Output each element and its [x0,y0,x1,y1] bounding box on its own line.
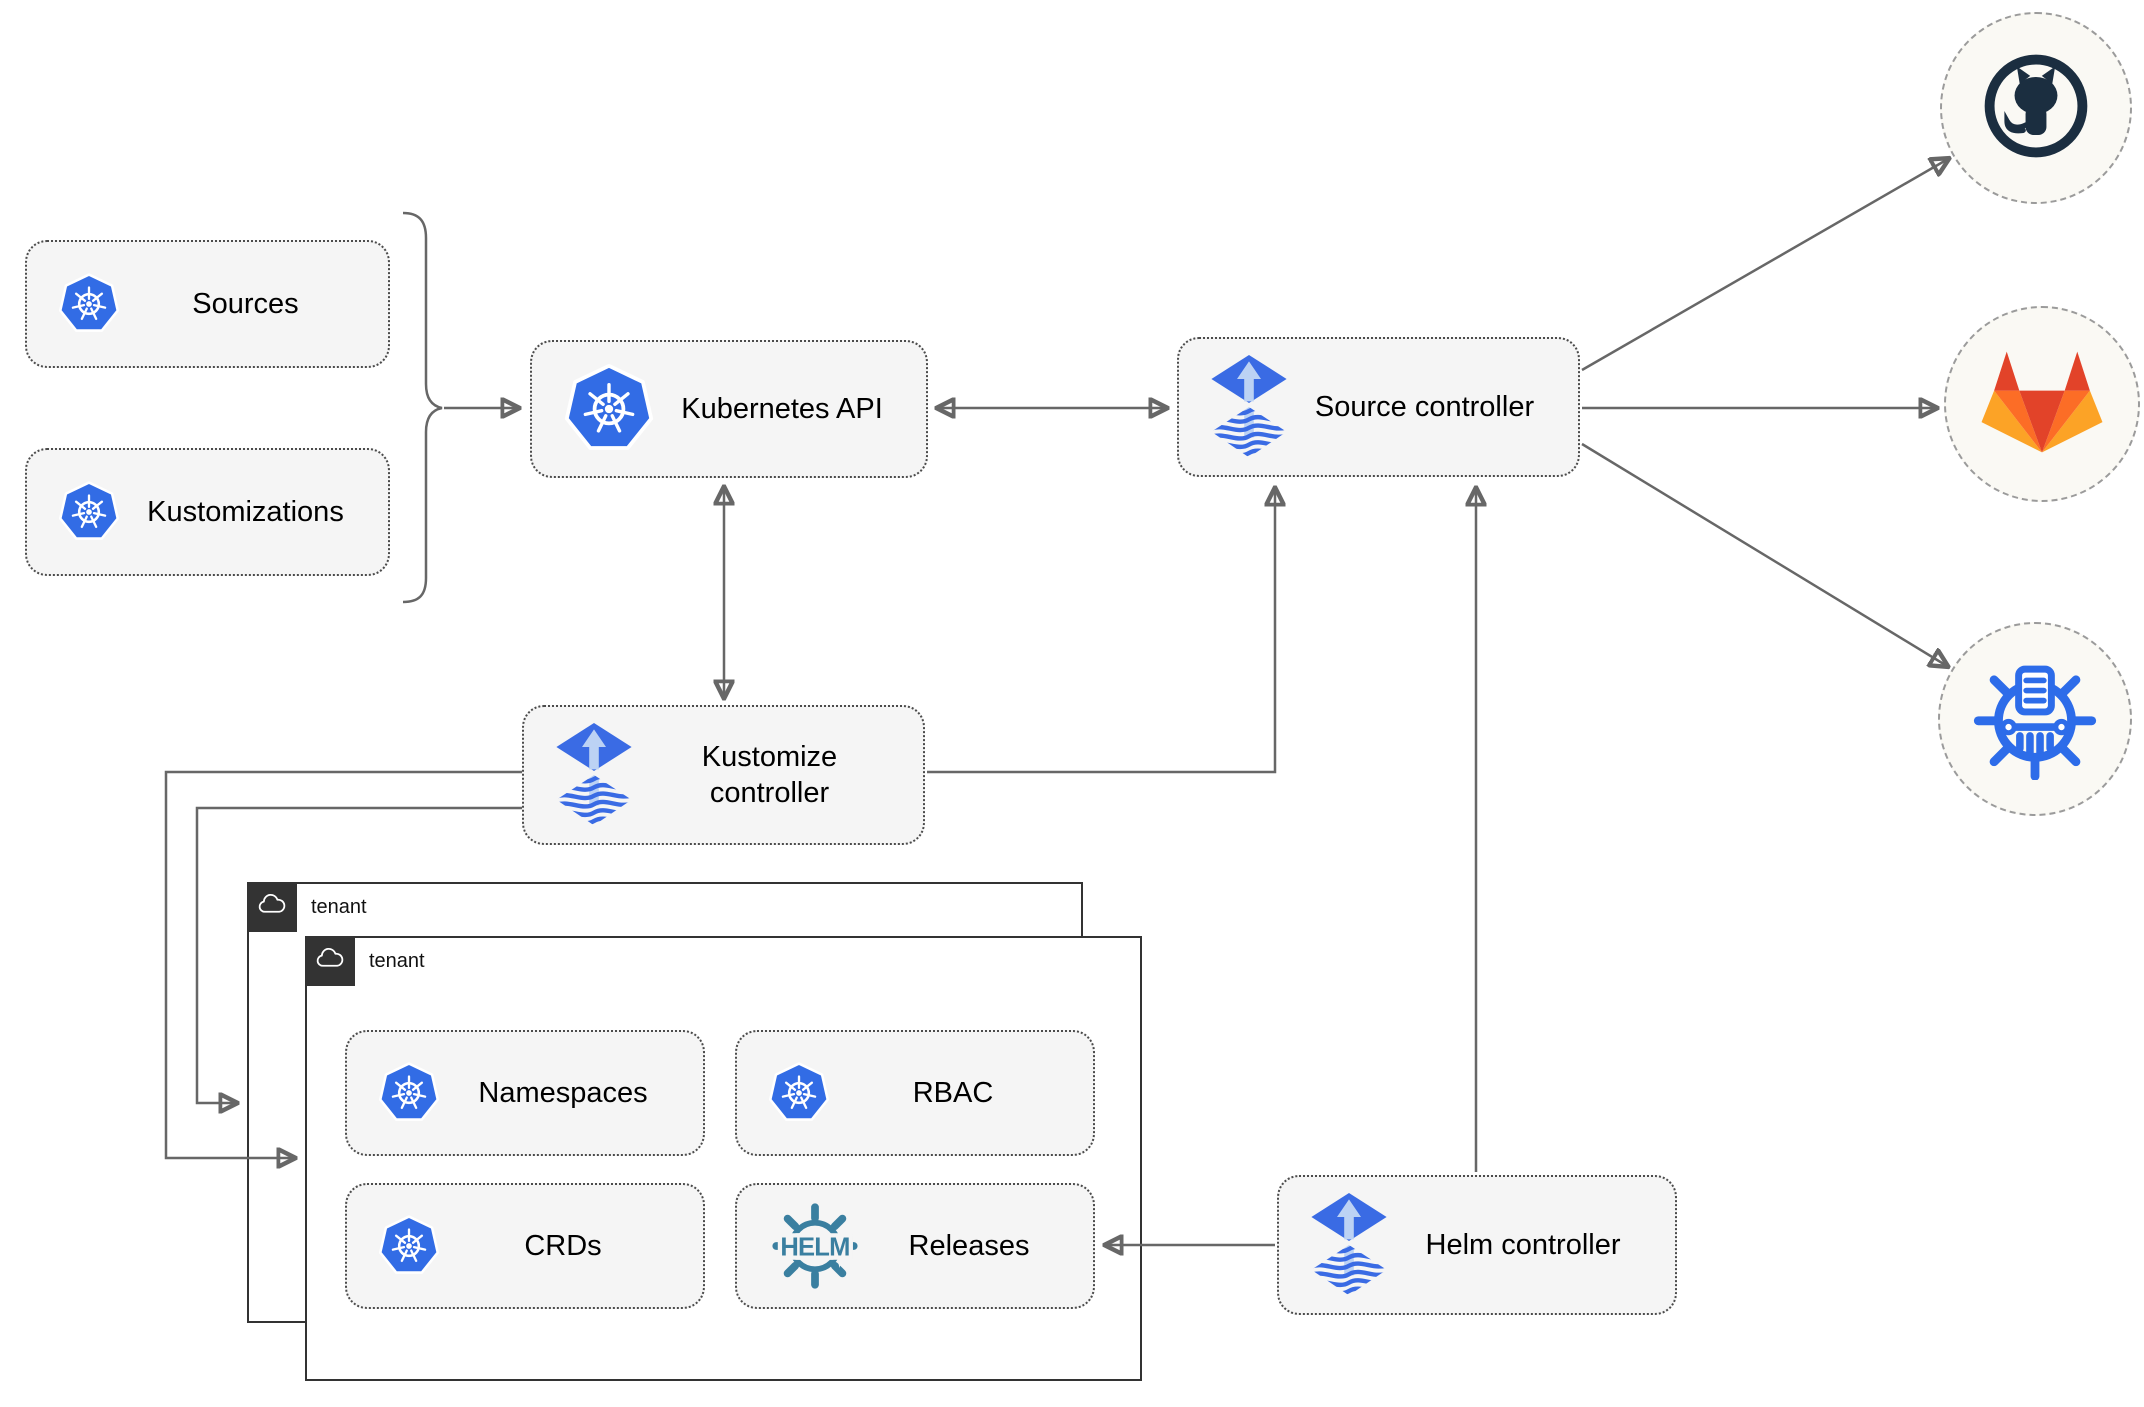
kubernetes-api-label: Kubernetes API [681,392,883,425]
source-controller-node: Source controller [1177,337,1580,477]
tenant-tab [304,935,355,986]
source-controller-label: Source controller [1314,390,1535,423]
github-icon [1978,48,2094,169]
helm-controller-label: Helm controller [1425,1228,1621,1261]
edge-brace-sources-kustomizations [402,211,443,604]
tenant-inner-group: tenant [304,935,1142,1381]
cloud-icon [314,946,346,976]
gitlab-icon [1979,344,2105,465]
helm-icon: HELM [767,1198,863,1294]
kustomize-controller-label: Kustomize controller [701,740,838,809]
kubernetes-bucket-icon [1938,622,2132,816]
tenant-outer-label: tenant [311,896,367,918]
rbac-node: RBAC [735,1030,1095,1156]
tenant-inner-label: tenant [369,950,425,972]
edge-source-controller-bucket [1581,442,1947,666]
helm-logo-text: HELM [780,1233,849,1261]
rbac-label: RBAC [912,1076,994,1109]
bucket-icon [1972,654,2098,785]
helm-controller-node: Helm controller [1277,1175,1677,1315]
kubernetes-icon [57,480,121,544]
namespaces-label: Namespaces [478,1076,648,1109]
kustomizations-node: Kustomizations [25,448,390,576]
flux-icon [1209,354,1289,460]
flux-icon [554,722,634,828]
flux-icon [1309,1192,1389,1298]
kustomizations-label: Kustomizations [147,495,344,528]
kustomize-controller-node: Kustomize controller [522,705,925,845]
namespaces-node: Namespaces [345,1030,705,1156]
sources-node: Sources [25,240,390,368]
kubernetes-api-node: Kubernetes API [530,340,928,478]
sources-label: Sources [192,287,299,320]
cloud-icon [256,892,288,922]
kubernetes-icon [377,1061,441,1125]
releases-node: HELM Releases [735,1183,1095,1309]
crds-label: CRDs [524,1229,602,1262]
kubernetes-icon [377,1214,441,1278]
edge-kustomize-controller-source-controller [927,489,1275,774]
kubernetes-icon [57,272,121,336]
kubernetes-icon [767,1061,831,1125]
kubernetes-icon [562,362,656,456]
edge-source-controller-github [1581,159,1948,372]
crds-node: CRDs [345,1183,705,1309]
releases-label: Releases [908,1229,1030,1262]
gitlab-source [1944,306,2140,502]
tenant-tab [246,881,297,932]
github-source [1940,12,2132,204]
